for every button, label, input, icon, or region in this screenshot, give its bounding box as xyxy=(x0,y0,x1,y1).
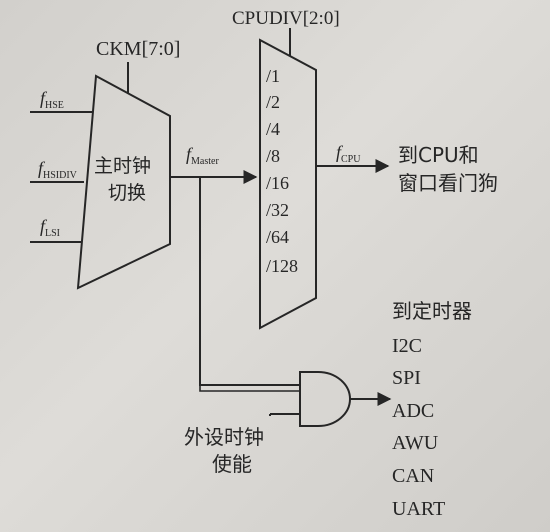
peripheral-uart: UART xyxy=(392,498,445,520)
cpu-destination-line1: 到CPU和 xyxy=(398,143,479,167)
cpu-clock-label: fCPU xyxy=(336,142,361,165)
peripheral-spi: SPI xyxy=(392,367,421,389)
lsi-label: fLSI xyxy=(40,216,60,239)
clock-switch-mux xyxy=(76,74,171,290)
master-subscript: Master xyxy=(191,156,219,167)
master-clock-label: fMaster xyxy=(186,144,219,167)
cpu-prescaler-block xyxy=(259,38,317,330)
and-gate xyxy=(299,371,351,427)
peripheral-awu: AWU xyxy=(392,432,439,454)
mux-label-line1: 主时钟 xyxy=(94,155,151,177)
peripheral-enable-line2: 使能 xyxy=(212,452,252,476)
divisor-8: /8 xyxy=(266,146,280,166)
cpudiv-label: CPUDIV[2:0] xyxy=(232,8,340,29)
divisor-128: /128 xyxy=(266,256,298,276)
peripheral-enable-line1: 外设时钟 xyxy=(184,425,264,449)
divisor-32: /32 xyxy=(266,200,289,220)
hsidiv-subscript: HSIDIV xyxy=(43,170,78,181)
master-branch-outline xyxy=(199,177,300,392)
cpu-symbol: f xyxy=(336,142,344,162)
peripheral-adc: ADC xyxy=(392,400,434,422)
divisor-1: /1 xyxy=(266,66,280,86)
master-symbol: f xyxy=(186,144,194,164)
hsidiv-label: fHSIDIV xyxy=(38,158,78,181)
hse-subscript: HSE xyxy=(45,100,64,111)
mux-label-line2: 切换 xyxy=(108,182,146,204)
cpu-destination-line2: 窗口看门狗 xyxy=(398,171,498,195)
divisor-2: /2 xyxy=(266,92,280,112)
hsidiv-symbol: f xyxy=(38,158,46,178)
peripheral-can: CAN xyxy=(392,465,434,487)
lsi-symbol: f xyxy=(40,216,48,236)
divisor-4: /4 xyxy=(266,119,280,139)
cpu-subscript: CPU xyxy=(341,154,361,165)
ckm-label: CKM[7:0] xyxy=(96,38,180,60)
hse-label: fHSE xyxy=(40,88,64,111)
lsi-subscript: LSI xyxy=(45,228,60,239)
peripheral-header: 到定时器 xyxy=(392,299,472,323)
peripheral-i2c: I2C xyxy=(392,335,422,357)
divisor-16: /16 xyxy=(266,173,289,193)
divisor-64: /64 xyxy=(266,227,289,247)
divisor-list: /1 /2 /4 /8 /16 /32 /64 /128 xyxy=(266,66,298,276)
hse-symbol: f xyxy=(40,88,48,108)
